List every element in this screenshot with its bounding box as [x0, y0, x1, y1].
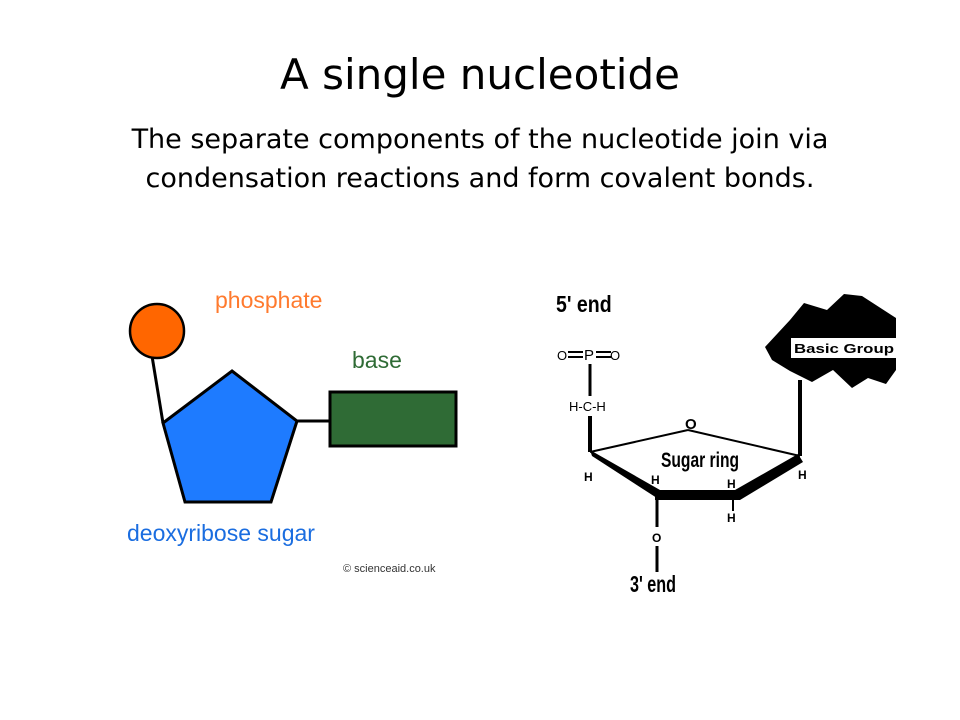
phosphorus-atom: P [584, 347, 594, 364]
five-prime-label: 5' end [556, 292, 612, 318]
phosphate-o-right: O [610, 348, 620, 363]
credit-text: © scienceaid.co.uk [343, 563, 436, 575]
ring-bond-o-c1 [687, 429, 801, 457]
base-label: base [352, 347, 402, 373]
phosphate-o-left: O [557, 348, 567, 363]
basic-group-label: Basic Group [794, 341, 894, 356]
slide-subtitle: The separate components of the nucleotid… [131, 124, 829, 195]
phosphate-circle [128, 302, 186, 360]
h-atom-c2-top: H [727, 477, 736, 491]
ring-bond-c4-o [589, 429, 689, 453]
sugar-ring-label: Sugar ring [661, 449, 739, 472]
structural-nucleotide-diagram: 5' end O P O H-C-H O Sugar ring H H H H … [556, 292, 896, 597]
bottom-oxygen: O [652, 531, 661, 545]
ch2-label: H-C-H [569, 399, 606, 414]
deoxyribose-pentagon [161, 369, 299, 504]
h-atom-c4: H [584, 470, 593, 484]
three-prime-label: 3' end [630, 571, 676, 597]
basic-group-label-bg [791, 338, 896, 358]
h-atom-c2-bottom: H [727, 511, 736, 525]
ring-oxygen: O [685, 416, 697, 433]
h-atom-c1: H [798, 468, 807, 482]
h-atom-c3: H [651, 473, 660, 487]
ring-wedge-c2-c1 [735, 454, 803, 500]
deoxyribose-label: deoxyribose sugar [127, 520, 315, 546]
simple-nucleotide-diagram: phosphate base deoxyribose sugar © scien… [127, 287, 458, 575]
ring-wedge-c4-c3 [590, 450, 660, 500]
phosphate-label: phosphate [215, 287, 322, 313]
ring-bond-c3-c2 [655, 490, 740, 500]
phosphate-sugar-bond [150, 355, 165, 424]
base-rectangle [328, 390, 458, 448]
slide-title: A single nucleotide [280, 50, 680, 99]
